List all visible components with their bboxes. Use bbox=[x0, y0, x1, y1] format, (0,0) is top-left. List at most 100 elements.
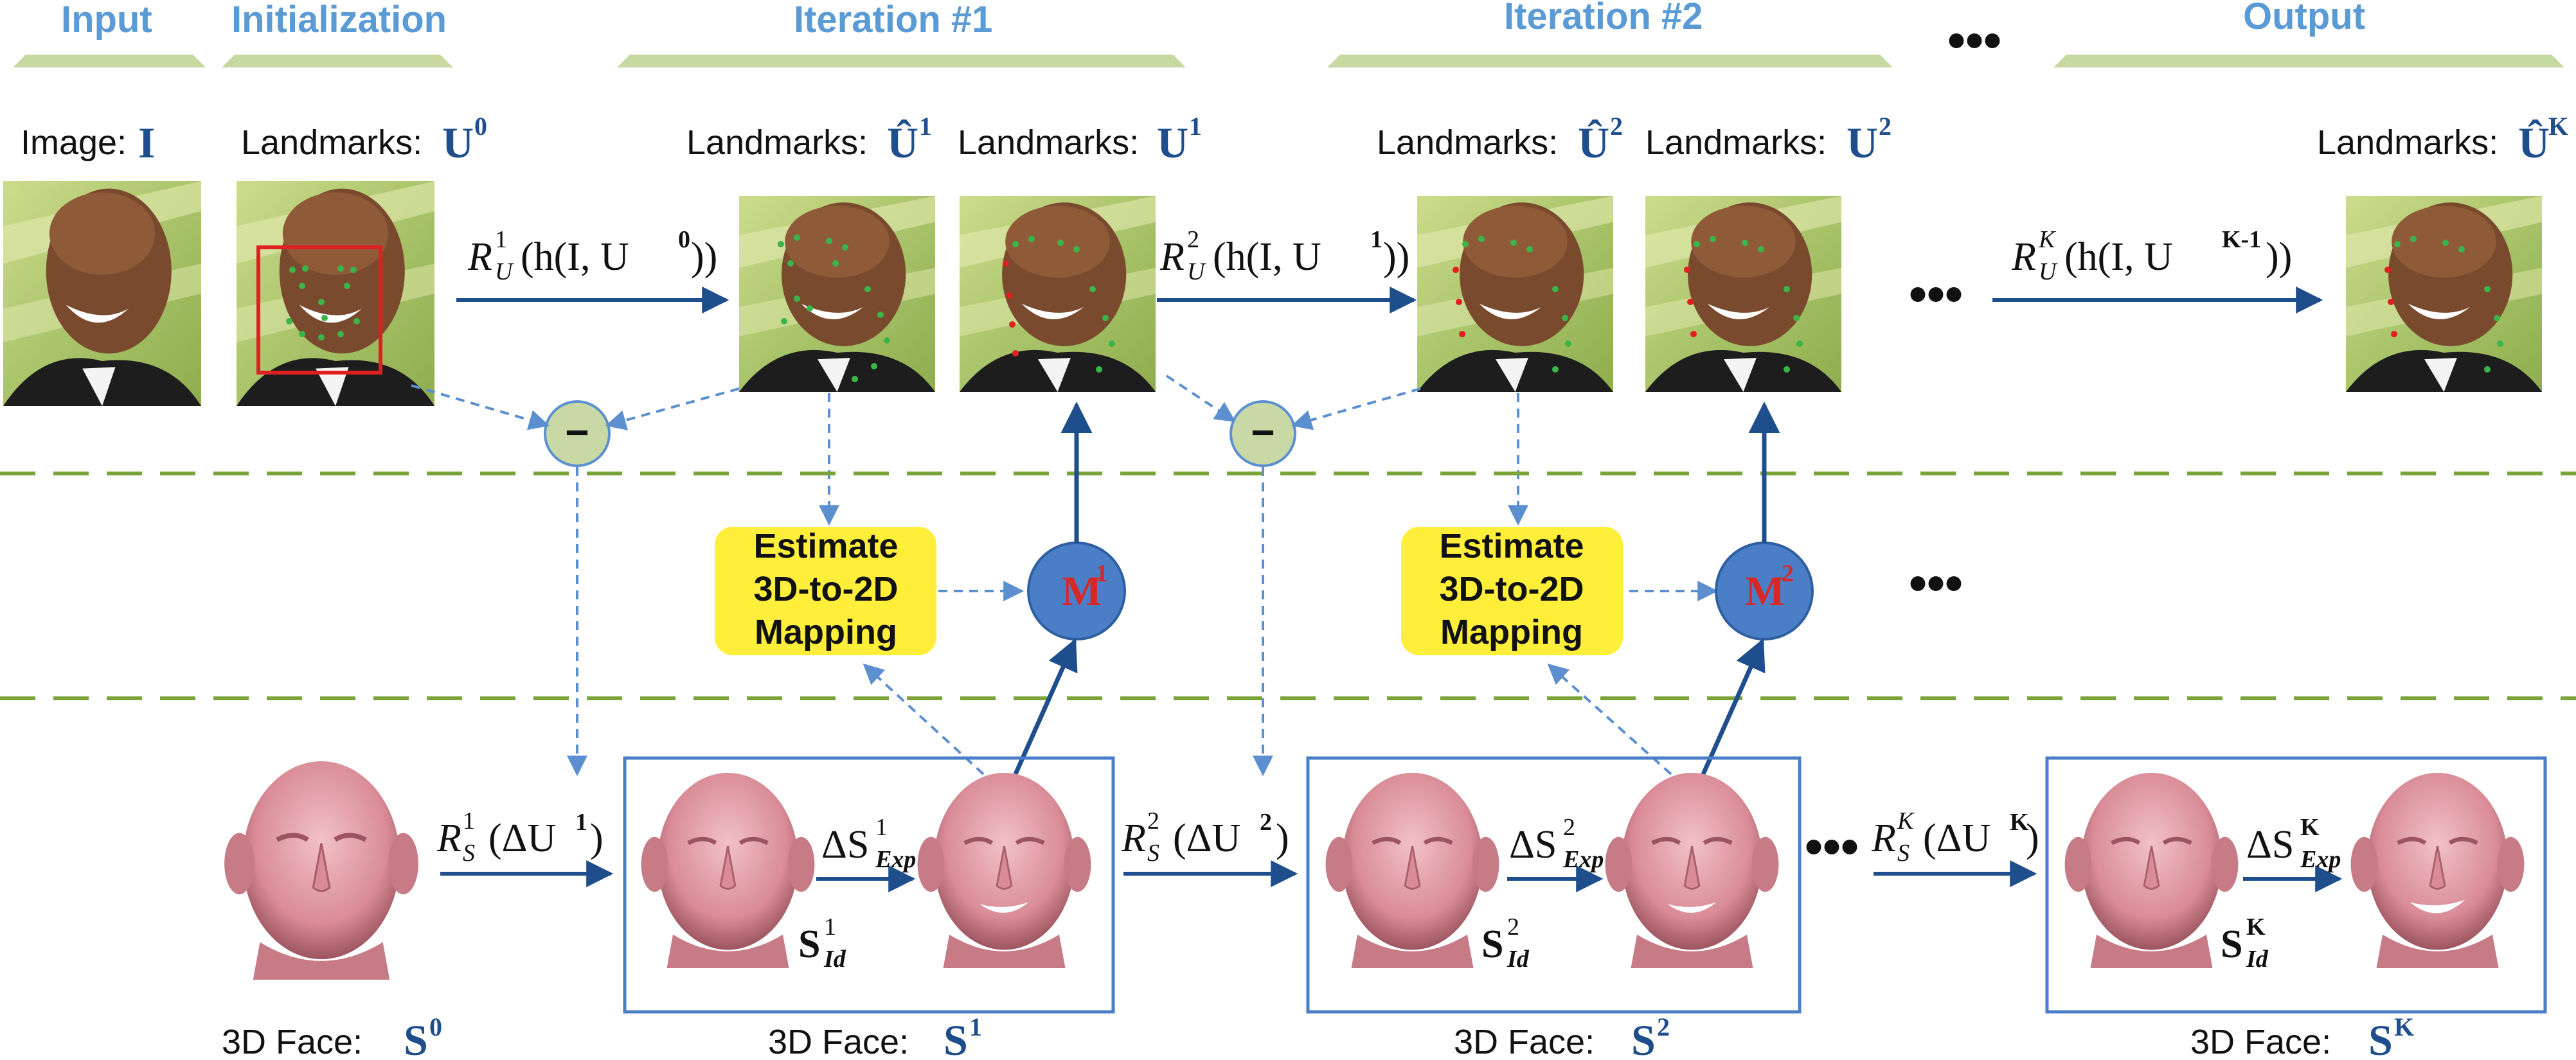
svg-text:(ΔU: (ΔU bbox=[1173, 817, 1240, 860]
svg-text:1: 1 bbox=[1370, 226, 1382, 253]
formula-rsK: R K S (ΔU K ) bbox=[1871, 808, 2039, 867]
label-face-s2-prefix: 3D Face: bbox=[1454, 1023, 1595, 1060]
photo-iter2-u bbox=[1645, 196, 1841, 392]
ellipsis-middle: ••• bbox=[1909, 554, 1963, 612]
formula-sid1: S 1 Id bbox=[798, 914, 846, 973]
stage-title-iteration1: Iteration #1 bbox=[794, 0, 992, 40]
svg-text:M: M bbox=[1745, 568, 1785, 615]
svg-text:Mapping: Mapping bbox=[755, 613, 897, 651]
arrow-s2-to-m2 bbox=[1701, 638, 1766, 775]
svg-text:Id: Id bbox=[2246, 946, 2269, 973]
head-s0 bbox=[224, 761, 418, 980]
svg-text:1: 1 bbox=[575, 809, 587, 836]
svg-text:Estimate: Estimate bbox=[753, 527, 898, 565]
label-face-sK-prefix: 3D Face: bbox=[2190, 1023, 2331, 1060]
head-s1-exp bbox=[918, 773, 1091, 968]
label-landmarks-uhat1-prefix: Landmarks: bbox=[686, 123, 868, 162]
label-uhat2-sup: 2 bbox=[1610, 112, 1623, 141]
head-s2-exp bbox=[1606, 773, 1779, 968]
landmarks-uhatK bbox=[2394, 236, 2503, 373]
label-uhat2: Û bbox=[1578, 118, 1609, 167]
formula-dsexp1: ΔS 1 Exp bbox=[821, 814, 916, 873]
face-container-sK bbox=[2045, 756, 2547, 1014]
label-s2-sup: 2 bbox=[1657, 1012, 1670, 1041]
formula-ru2: R 2 U (h(I, U 1 )) bbox=[1159, 226, 1409, 285]
face-detection-box bbox=[256, 245, 382, 375]
label-uhatK: Û bbox=[2518, 118, 2550, 167]
svg-text:): ) bbox=[590, 817, 604, 860]
svg-text:ΔS: ΔS bbox=[821, 823, 869, 867]
label-s0: S bbox=[404, 1016, 428, 1060]
label-face-s1-prefix: 3D Face: bbox=[768, 1023, 909, 1060]
svg-text:2: 2 bbox=[1782, 560, 1794, 587]
label-s1-sup: 1 bbox=[969, 1012, 982, 1041]
formula-dsexp2: ΔS 2 Exp bbox=[1509, 814, 1604, 873]
formula-rs1: R 1 S (ΔU 1 ) bbox=[436, 808, 604, 867]
label-landmarks-u2-prefix: Landmarks: bbox=[1645, 123, 1827, 162]
stage-title-output: Output bbox=[2243, 0, 2365, 37]
svg-text:Id: Id bbox=[1507, 946, 1530, 973]
stage-bar-output bbox=[2053, 55, 2564, 67]
svg-text:S: S bbox=[798, 923, 820, 966]
mapping-node-m2: M 2 bbox=[1715, 542, 1814, 640]
minus-node-1: − bbox=[544, 400, 611, 467]
svg-text:1: 1 bbox=[1096, 560, 1108, 587]
svg-text:3D-to-2D: 3D-to-2D bbox=[1440, 570, 1584, 608]
label-landmarks-uhat2-prefix: Landmarks: bbox=[1377, 123, 1558, 162]
svg-text:Exp: Exp bbox=[2300, 846, 2341, 873]
label-landmarks-uhatK-prefix: Landmarks: bbox=[2317, 123, 2498, 162]
svg-text:R: R bbox=[1159, 235, 1185, 279]
svg-text:3D-to-2D: 3D-to-2D bbox=[754, 570, 899, 608]
svg-text:2: 2 bbox=[1187, 226, 1199, 253]
svg-text:−: − bbox=[1251, 409, 1275, 455]
svg-text:S: S bbox=[2221, 923, 2242, 966]
landmarks-u2 bbox=[1694, 236, 1803, 373]
label-u1-sup: 1 bbox=[1189, 112, 1202, 141]
stage-bars bbox=[13, 55, 2564, 67]
svg-text:U: U bbox=[495, 258, 514, 285]
label-landmarks-u0-prefix: Landmarks: bbox=[241, 123, 422, 162]
label-image-symbol: I bbox=[138, 118, 155, 167]
svg-text:Exp: Exp bbox=[1562, 846, 1604, 873]
stage-ellipsis: ••• bbox=[1947, 12, 2001, 69]
label-u2: U bbox=[1847, 118, 1878, 167]
svg-text:S: S bbox=[1897, 840, 1910, 867]
svg-text:K: K bbox=[2300, 814, 2320, 841]
formula-sid2: S 2 Id bbox=[1481, 914, 1530, 973]
svg-text:(ΔU: (ΔU bbox=[1923, 817, 1990, 860]
label-u1: U bbox=[1157, 118, 1188, 167]
formula-ruK: R K U (h(I, U K-1 )) bbox=[2011, 226, 2292, 285]
label-landmarks-u1-prefix: Landmarks: bbox=[958, 123, 1139, 162]
svg-text:1: 1 bbox=[875, 814, 888, 841]
svg-text:R: R bbox=[436, 817, 461, 860]
photo-initialization bbox=[237, 181, 434, 406]
stage-bar-input bbox=[13, 55, 206, 67]
svg-text:R: R bbox=[2011, 235, 2036, 279]
head-s2-id bbox=[1326, 773, 1499, 968]
svg-text:1: 1 bbox=[463, 808, 475, 835]
stage-bar-iteration2 bbox=[1327, 55, 1893, 67]
ellipsis-top: ••• bbox=[1909, 265, 1963, 322]
photo-iter2-uhat bbox=[1417, 196, 1613, 392]
minus-node-2: − bbox=[1230, 400, 1296, 467]
svg-text:2: 2 bbox=[1260, 809, 1272, 836]
svg-text:K-1: K-1 bbox=[2222, 226, 2261, 253]
svg-text:K: K bbox=[2038, 226, 2056, 253]
svg-text:)): )) bbox=[2266, 235, 2292, 279]
svg-text:2: 2 bbox=[1563, 814, 1575, 841]
svg-text:): ) bbox=[2026, 817, 2039, 860]
svg-text:2: 2 bbox=[1507, 914, 1519, 941]
svg-text:2: 2 bbox=[1147, 808, 1159, 835]
svg-text:1: 1 bbox=[495, 226, 507, 253]
landmarks-init bbox=[286, 265, 360, 340]
head-sK-id bbox=[2065, 773, 2239, 968]
formula-rs2: R 2 S (ΔU 2 ) bbox=[1121, 808, 1289, 867]
label-sK-sup: K bbox=[2394, 1012, 2414, 1041]
stage-bar-iteration1 bbox=[617, 55, 1186, 67]
svg-text:U: U bbox=[1187, 258, 1206, 285]
formula-ru1: R 1 U (h(I, U 0 )) bbox=[467, 226, 717, 285]
label-uhat1-sup: 1 bbox=[919, 112, 932, 141]
svg-text:R: R bbox=[1871, 817, 1896, 860]
face-container-s2 bbox=[1306, 756, 1802, 1014]
label-uhat1: Û bbox=[887, 118, 918, 167]
